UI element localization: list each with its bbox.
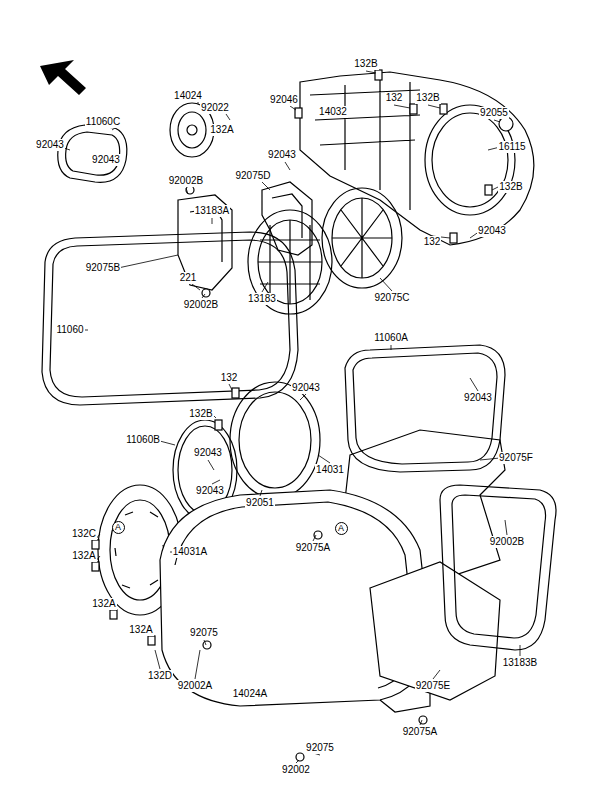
callout-number: 92002A	[177, 680, 213, 692]
callout-number: 92043	[267, 149, 297, 161]
callout-number: 92075	[305, 742, 335, 754]
callout-number: 13183B	[502, 657, 538, 669]
callout-number: 132	[385, 92, 404, 104]
gasket-11060c	[58, 125, 127, 182]
callout-number: 14032	[318, 106, 348, 118]
direction-arrow	[40, 60, 86, 95]
callout-number: 92055	[479, 107, 509, 119]
callout-number: 92075F	[498, 452, 534, 464]
callout-number: 132B	[188, 408, 213, 420]
callout-number: 132A	[91, 598, 116, 610]
plate-13183b	[440, 485, 556, 650]
callout-number: 92043	[195, 485, 225, 497]
callout-number: 92002	[281, 764, 311, 776]
callout-number: 132D	[147, 670, 173, 682]
callout-number: 92075E	[415, 680, 451, 692]
callout-number: 132	[423, 236, 442, 248]
callout-number: 14031A	[172, 546, 208, 558]
callout-number: 132C	[71, 528, 97, 540]
plate-92075e	[370, 562, 500, 700]
callout-number: 16115	[497, 141, 526, 153]
callout-number: 221	[179, 272, 198, 284]
filter-92075c	[322, 188, 402, 288]
callout-number: 11060A	[373, 332, 409, 344]
callout-number: 92046	[269, 94, 299, 106]
callout-number: 92075	[189, 627, 219, 639]
callout-number: 92043	[477, 225, 507, 237]
ring-14031	[230, 382, 320, 498]
callout-number: 14031	[315, 464, 345, 476]
callout-number: 92075B	[85, 262, 121, 274]
reference-mark: A	[335, 522, 348, 535]
callout-number: 132A	[71, 550, 96, 562]
gasket-11060	[42, 232, 298, 405]
callout-number: 132B	[415, 92, 440, 104]
callout-number: 13183A	[194, 205, 230, 217]
callout-number: 132B	[353, 58, 378, 70]
callout-number: 92043	[193, 447, 223, 459]
callout-number: 92002B	[168, 175, 204, 187]
callout-number: 92043	[291, 382, 321, 394]
callout-number: 11060B	[125, 434, 161, 446]
filter-13183	[248, 210, 332, 314]
callout-number: 14024A	[232, 688, 268, 700]
gasket-11060a	[345, 345, 505, 472]
callout-number: 92043	[463, 392, 493, 404]
callout-number: 13183	[247, 293, 277, 305]
leader-lines	[64, 71, 520, 763]
callout-number: 92075D	[234, 170, 271, 182]
callout-number: 92051	[245, 497, 275, 509]
callout-number: 132B	[498, 181, 523, 193]
callout-number: 92002B	[489, 536, 525, 548]
callout-number: 132A	[128, 624, 153, 636]
reference-mark: A	[112, 521, 125, 534]
bolts	[92, 70, 513, 761]
callout-number: 92075A	[402, 726, 438, 738]
callout-number: 92043	[91, 154, 121, 166]
callout-number: 14024	[173, 90, 203, 102]
callout-number: 92002B	[183, 299, 219, 311]
callout-number: 92075A	[295, 542, 331, 554]
callout-number: 92075C	[373, 292, 410, 304]
callout-number: 92043	[35, 139, 65, 151]
callout-number: 132A	[209, 124, 234, 136]
callout-number: 132	[220, 372, 239, 384]
callout-number: 11060C	[85, 116, 121, 128]
callout-number: 92022	[200, 102, 230, 114]
callout-number: 11060	[55, 324, 84, 336]
